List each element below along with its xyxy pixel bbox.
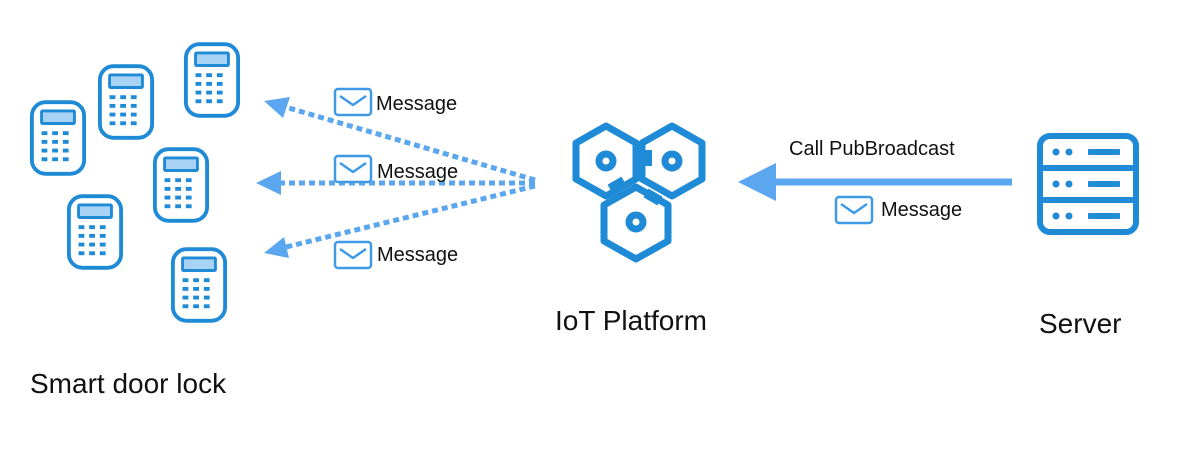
- server-lights: [1052, 148, 1120, 220]
- arrowhead-middle: [256, 171, 281, 195]
- broadcast-arrow-top: [281, 103, 536, 183]
- arrowhead-top: [264, 97, 290, 118]
- door-lock-icon: [66, 194, 124, 270]
- iot-platform-icon: [572, 122, 706, 263]
- server-message-label: Message: [881, 199, 963, 221]
- iot-platform-label: IoT Platform: [555, 305, 707, 336]
- door-lock-icon: [183, 42, 241, 118]
- call-pubbroadcast-label: Call PubBroadcast: [789, 138, 955, 160]
- call-arrowhead: [738, 163, 776, 201]
- door-lock-icon: [29, 100, 87, 176]
- broadcast-arrow-bottom: [281, 183, 536, 251]
- door-lock-icon: [170, 247, 228, 323]
- envelope-icon: [333, 240, 373, 270]
- smart-door-lock-label: Smart door lock: [30, 368, 227, 399]
- arrowhead-bottom: [264, 237, 289, 258]
- door-lock-icon: [152, 147, 210, 223]
- message-label-bottom: Message: [377, 244, 459, 266]
- message-label-middle: Message: [377, 161, 459, 183]
- envelope-icon: [333, 87, 373, 117]
- message-label-top: Message: [376, 93, 458, 115]
- envelope-icon: [333, 154, 373, 184]
- server-label: Server: [1039, 308, 1122, 339]
- envelope-icon: [834, 195, 874, 225]
- door-lock-icon: [97, 64, 155, 140]
